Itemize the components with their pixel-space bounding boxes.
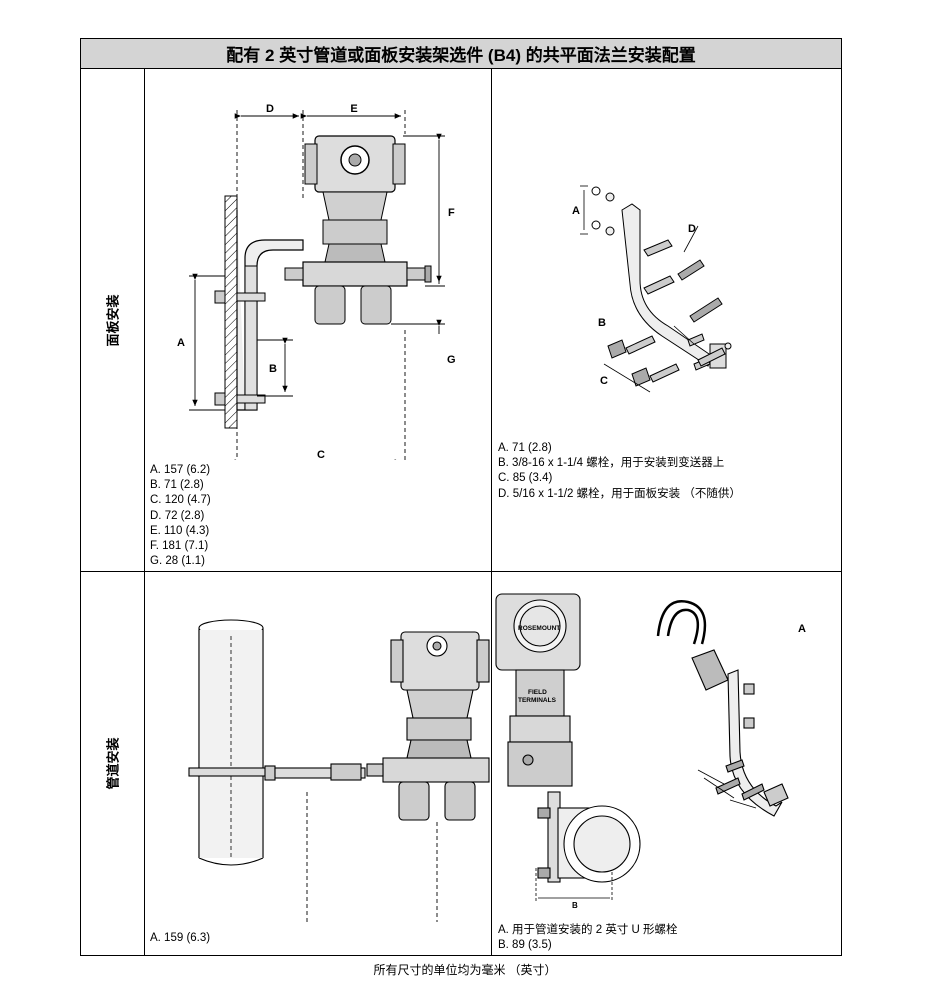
callout-C: C	[600, 375, 608, 387]
pipe-mount-front-drawing: A	[188, 619, 490, 922]
callout-D: D	[688, 223, 696, 235]
device-terminal-label: TERMINALS	[518, 697, 557, 704]
panel-front-legend: A. 157 (6.2) B. 71 (2.8) C. 120 (4.7) D.…	[150, 463, 211, 569]
callout-A: A	[572, 205, 580, 217]
grid-line	[491, 69, 492, 955]
callout-A: A	[177, 337, 185, 349]
legend-item: D. 5/16 x 1-1/2 螺栓，用于面板安装 （不随供）	[498, 487, 741, 500]
callout-G: G	[447, 354, 456, 366]
device-terminal-label: FIELD	[528, 689, 547, 696]
callout-B: B	[269, 363, 277, 375]
legend-item: A. 157 (6.2)	[150, 464, 211, 476]
legend-item: G. 28 (1.1)	[150, 555, 205, 568]
legend-item: D. 72 (2.8)	[150, 509, 205, 522]
callout-D: D	[266, 103, 274, 115]
legend-item: B. 89 (3.5)	[498, 939, 552, 952]
legend-item: A. 71 (2.8)	[498, 442, 552, 454]
callout-F: F	[448, 207, 455, 219]
callout-C: C	[317, 449, 325, 460]
panel-bolt-top	[214, 290, 266, 304]
legend-item: E. 110 (4.3)	[150, 524, 210, 537]
legend-item: A. 用于管道安装的 2 英寸 U 形螺栓	[498, 924, 678, 936]
callout-B: B	[598, 317, 606, 329]
row-label-panel: 面板安装	[105, 293, 121, 347]
legend-item: F. 181 (7.1)	[150, 540, 209, 553]
units-footnote: 所有尺寸的单位均为毫米 （英寸）	[373, 963, 557, 977]
table-title: 配有 2 英寸管道或面板安装架选件 (B4) 的共平面法兰安装配置	[81, 39, 841, 69]
pipe-mount-side-drawing: ROSEMOUNT FIELD TERMINALS A B	[495, 593, 806, 910]
pipe-side-legend: A. 用于管道安装的 2 英寸 U 形螺栓 B. 89 (3.5)	[498, 923, 678, 953]
legend-item: C. 120 (4.7)	[150, 494, 211, 507]
mounting-table: 配有 2 英寸管道或面板安装架选件 (B4) 的共平面法兰安装配置 面板安装 管…	[80, 38, 842, 956]
legend-item: B. 71 (2.8)	[150, 479, 204, 492]
panel-bolt-bottom	[214, 392, 266, 406]
callout-E: E	[350, 103, 357, 115]
legend-item: B. 3/8-16 x 1-1/4 螺栓，用于安装到变送器上	[498, 457, 725, 470]
row-label-pipe: 管道安装	[105, 737, 121, 790]
pipe-front-legend: A. 159 (6.3)	[150, 931, 210, 946]
panel-bracket-legend: A. 71 (2.8) B. 3/8-16 x 1-1/4 螺栓，用于安装到变送…	[498, 441, 741, 502]
legend-item: C. 85 (3.4)	[498, 472, 553, 485]
legend-item: A. 159 (6.3)	[150, 932, 211, 944]
callout-A: A	[798, 623, 806, 635]
callout-B: B	[572, 901, 578, 910]
grid-line	[81, 571, 841, 572]
grid-line	[144, 69, 145, 955]
panel-mount-front-drawing: D E F A B G C	[177, 103, 456, 460]
panel-bracket-drawing: A D B C	[572, 185, 732, 393]
device-brand: ROSEMOUNT	[518, 625, 560, 632]
